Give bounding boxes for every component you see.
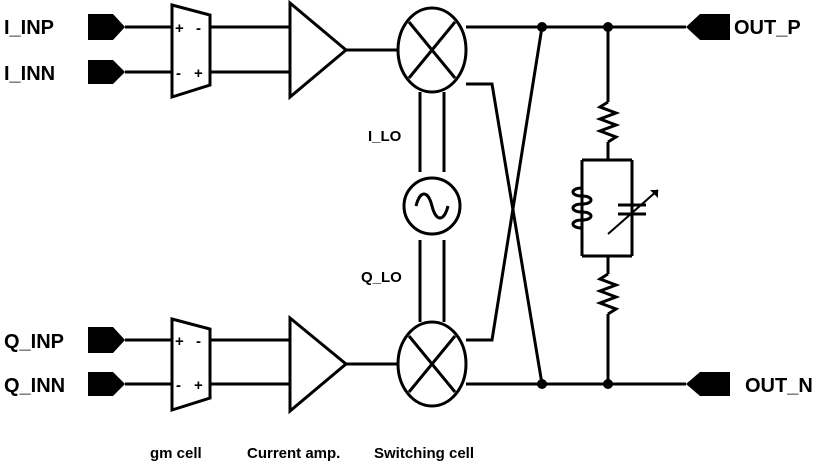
wire-mixer-i-cross — [466, 82, 544, 385]
label-i-lo: I_LO — [368, 128, 402, 145]
gm-q-plus-sign-2: + — [194, 377, 203, 394]
wire-mixer-q-cross — [466, 26, 544, 342]
current-amp-q — [288, 314, 349, 415]
gm-q-minus-sign-2: - — [176, 377, 181, 394]
label-out-p: OUT_P — [734, 17, 801, 39]
sine-wave-icon — [414, 192, 450, 220]
input-port-q-inp — [88, 327, 125, 353]
gm-cell-q: + - - + — [170, 317, 212, 413]
output-port-out-n — [686, 372, 730, 396]
variable-capacitor — [607, 189, 659, 235]
current-amp-i — [288, 0, 349, 101]
gm-q-minus-sign: - — [196, 333, 201, 350]
gm-q-plus-sign: + — [175, 333, 184, 350]
gm-i-plus-sign: + — [175, 20, 184, 37]
input-port-i-inn — [88, 60, 125, 84]
input-port-i-inp — [88, 14, 125, 40]
label-out-n: OUT_N — [745, 375, 813, 397]
gm-i-plus-sign-2: + — [194, 65, 203, 82]
junction-dot — [537, 22, 547, 32]
lo-source — [402, 176, 462, 236]
lo-bus — [418, 92, 446, 322]
caption-switching-cell: Switching cell — [374, 445, 474, 462]
label-q-inn: Q_INN — [4, 375, 65, 397]
gm-cell-i: + - - + — [170, 3, 212, 100]
label-q-lo: Q_LO — [361, 269, 402, 286]
label-i-inn: I_INN — [4, 63, 55, 85]
caption-gm-cell: gm cell — [150, 445, 202, 462]
caption-current-amp: Current amp. — [247, 445, 340, 462]
gm-i-minus-sign: - — [196, 20, 201, 37]
output-port-out-p — [686, 14, 730, 40]
gm-i-minus-sign-2: - — [176, 65, 181, 82]
resistor-top — [595, 100, 621, 144]
resistor-bottom — [595, 272, 621, 316]
load-network — [571, 27, 659, 384]
label-q-inp: Q_INP — [4, 331, 64, 353]
mixer-i — [396, 6, 468, 94]
mixer-q — [396, 320, 468, 408]
inductor-coil — [571, 186, 593, 230]
input-port-q-inn — [88, 372, 125, 396]
label-i-inp: I_INP — [4, 17, 54, 39]
junction-dot — [537, 379, 547, 389]
